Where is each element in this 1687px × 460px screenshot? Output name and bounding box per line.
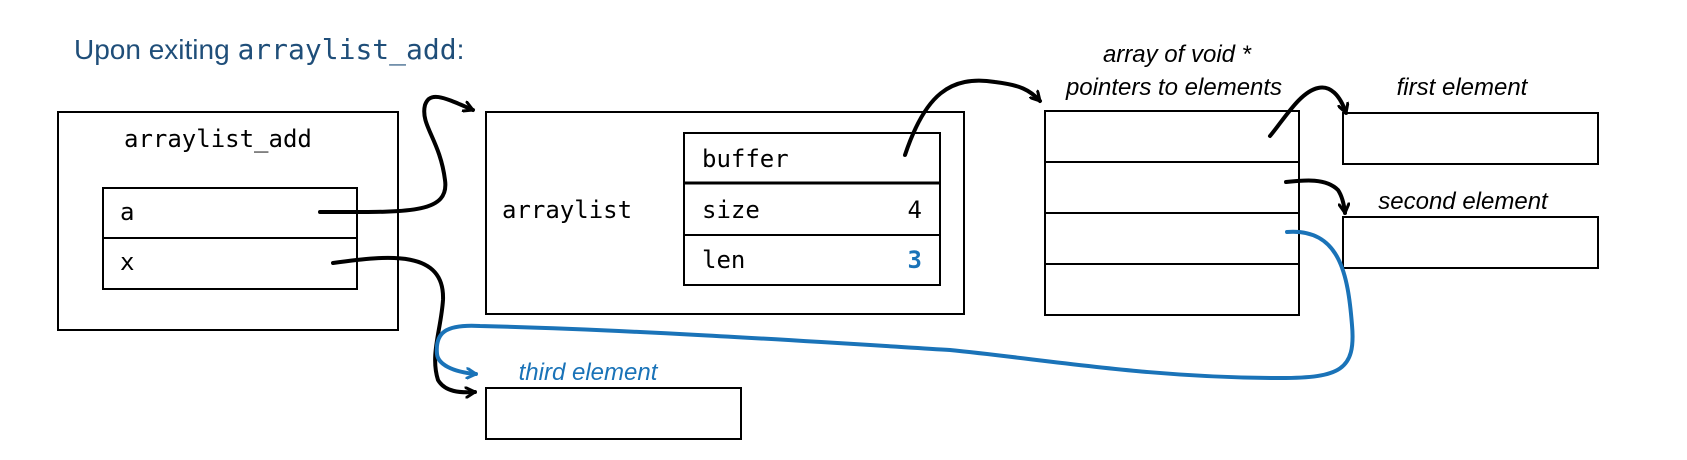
first-element-label: first element [1397,74,1529,101]
arrow-slot2-to-second-element [1284,178,1345,215]
arraylist-label: arraylist [502,196,632,224]
pointer-array-slot [1044,212,1300,265]
first-element-box [1342,112,1599,165]
field-size-name: size [702,196,760,224]
second-element-box [1342,216,1599,269]
second-element-label: second element [1378,188,1549,215]
param-x-label: x [120,248,134,276]
pointer-array-slot [1044,161,1300,214]
pointer-array-slot [1044,110,1300,163]
pointer-array-label-line2: pointers to elements [1065,74,1282,101]
diagram-heading: Upon exiting arraylist_add: [74,33,464,67]
stack-frame-title: arraylist_add [124,125,312,153]
third-element-label: third element [519,359,659,386]
pointer-array-slot [1044,263,1300,316]
arrow-x-to-third-element [331,255,477,392]
field-buffer-name: buffer [702,145,789,173]
arrow-slot3-to-third-element [434,229,1355,380]
field-len-value: 3 [908,246,922,274]
third-element-box [485,387,742,440]
pointer-array [1044,110,1300,316]
field-len-name: len [702,246,745,274]
heading-prefix: Upon exiting [74,34,237,65]
arrow-buffer-to-pointer-array [903,78,1042,157]
param-a-label: a [120,198,134,226]
heading-code: arraylist_add [237,33,456,67]
arrow-a-to-arraylist [318,94,475,215]
field-size-value: 4 [908,196,922,224]
pointer-array-label-line1: array of void * [1103,41,1252,68]
arraylist-field-table [683,132,941,286]
arrow-slot1-to-first-element [1268,85,1346,138]
heading-suffix: : [457,34,465,65]
